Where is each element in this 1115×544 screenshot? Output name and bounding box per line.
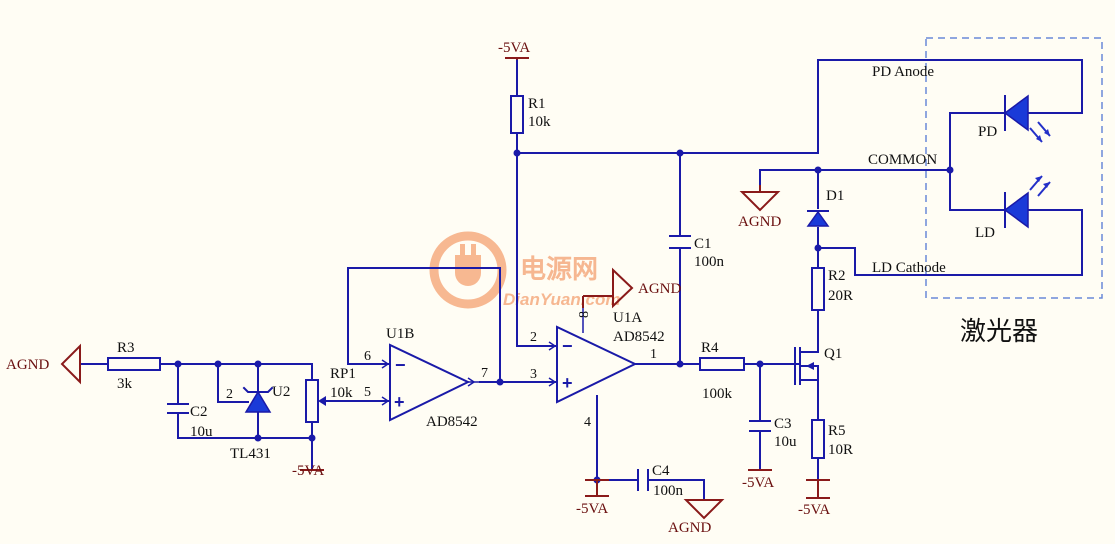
neg5va-label-c3: -5VA [742, 475, 774, 491]
net-common: COMMON [868, 152, 937, 168]
q1-ref: Q1 [824, 346, 842, 362]
u1b-pin7: 7 [481, 366, 488, 381]
rp1-ref: RP1 [330, 366, 356, 382]
opamp-u1b: − + 6 5 7 U1B AD8542 [364, 326, 488, 430]
mosfet-q1: Q1 [794, 346, 842, 385]
pd-label: PD [978, 124, 997, 140]
power-neg5va-top: -5VA [498, 40, 530, 60]
capacitor-c3: C3 10u [749, 416, 797, 450]
rp1-value: 10k [330, 385, 353, 401]
u1a-minus: − [562, 336, 573, 356]
u1b-minus: − [395, 355, 406, 375]
r5-value: 10R [828, 442, 853, 458]
watermark-logo: 电源网 DianYuan.com [429, 231, 620, 309]
capacitor-c4: C4 100n [637, 463, 684, 499]
power-agnd-opamp: AGND [582, 267, 681, 309]
u1b-pin6: 6 [364, 349, 371, 364]
u1a-pin1: 1 [650, 347, 657, 362]
r4-value: 100k [702, 386, 733, 402]
c1-ref: C1 [694, 236, 712, 252]
power-agnd-d1: AGND [738, 185, 781, 230]
agnd-label-c4: AGND [668, 520, 711, 536]
d1-ref: D1 [826, 188, 844, 204]
r2-ref: R2 [828, 268, 846, 284]
laser-diode-ld: LD [975, 175, 1051, 241]
u2-part: TL431 [230, 446, 271, 462]
opamp-u1a: − + 2 3 1 8 4 U1A AD8542 [530, 308, 665, 430]
diode-d1: D1 [806, 188, 844, 227]
c3-ref: C3 [774, 416, 792, 432]
neg5va-label-rp1: -5VA [292, 463, 324, 479]
u1b-ref: U1B [386, 326, 414, 342]
r5-ref: R5 [828, 423, 846, 439]
agnd-label-left: AGND [6, 357, 49, 373]
photodiode-pd: PD [978, 94, 1051, 143]
neg5va-label: -5VA [498, 40, 530, 56]
u1a-pin4: 4 [584, 415, 591, 430]
u1a-ref: U1A [613, 310, 642, 326]
ld-label: LD [975, 225, 995, 241]
junctions [174, 149, 954, 484]
agnd-label-d1: AGND [738, 214, 781, 230]
c2-ref: C2 [190, 404, 208, 420]
resistor-r5: R5 10R [811, 419, 853, 459]
watermark-en: DianYuan.com [503, 290, 620, 309]
u1b-plus: + [394, 392, 405, 412]
net-ld-cathode: LD Cathode [872, 260, 946, 276]
r1-ref: R1 [528, 96, 546, 112]
r3-ref: R3 [117, 340, 135, 356]
neg5va-label-u1a: -5VA [576, 501, 608, 517]
capacitor-c2: C2 10u [167, 403, 213, 440]
resistor-r3: R3 3k [107, 340, 161, 392]
c1-value: 100n [694, 254, 725, 270]
u1a-plus: + [562, 373, 573, 393]
c4-ref: C4 [652, 463, 670, 479]
power-neg5va-u1a: -5VA [576, 479, 609, 517]
resistor-r1: R1 10k [510, 95, 551, 134]
power-agnd-left: AGND [6, 343, 81, 385]
laser-label: 激光器 [960, 317, 1038, 347]
r1-value: 10k [528, 114, 551, 130]
neg5va-label-r5: -5VA [798, 502, 830, 518]
power-neg5va-r5: -5VA [798, 479, 830, 518]
u1a-pin3: 3 [530, 367, 537, 382]
wires [79, 57, 1083, 501]
u2-ref: U2 [272, 384, 290, 400]
laser-module-box [925, 37, 1103, 299]
u1a-pin2: 2 [530, 330, 537, 345]
agnd-label-opamp: AGND [638, 281, 681, 297]
power-neg5va-c3: -5VA [742, 469, 774, 491]
watermark-cn: 电源网 [520, 255, 598, 285]
u1a-pin8: 8 [577, 311, 592, 318]
resistor-r2: R2 20R [811, 267, 853, 311]
u1b-part: AD8542 [426, 414, 478, 430]
c3-value: 10u [774, 434, 797, 450]
r3-value: 3k [117, 376, 133, 392]
r4-ref: R4 [701, 340, 719, 356]
capacitor-c1: C1 100n [669, 235, 725, 270]
r2-value: 20R [828, 288, 853, 304]
power-neg5va-rp1: -5VA [292, 463, 324, 479]
u1b-pin5: 5 [364, 385, 371, 400]
resistor-r4: R4 100k [699, 340, 745, 402]
shunt-regulator-u2: 2 U2 TL431 [226, 384, 290, 462]
power-agnd-c4: AGND [668, 499, 725, 536]
c2-value: 10u [190, 424, 213, 440]
net-pd-anode: PD Anode [872, 64, 934, 80]
u2-pin2: 2 [226, 387, 233, 402]
c4-value: 100n [653, 483, 684, 499]
u1a-part: AD8542 [613, 329, 665, 345]
potentiometer-rp1: RP1 10k [305, 366, 356, 423]
